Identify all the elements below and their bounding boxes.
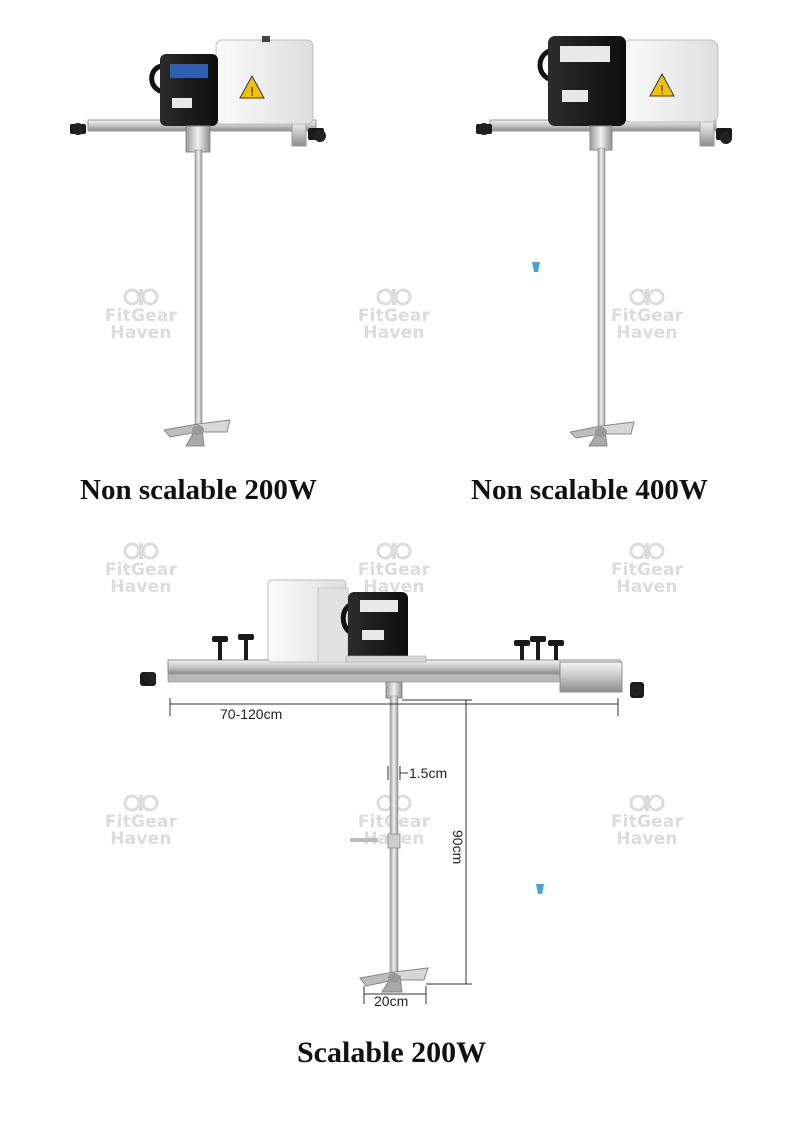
watermark-line1: FitGear — [357, 560, 431, 580]
watermark-line1: FitGear — [610, 812, 684, 832]
watermark-line2: Haven — [110, 323, 172, 343]
mixer-400w-non-scalable: ! — [476, 36, 732, 447]
watermark-line2: Haven — [363, 323, 425, 343]
caption-400w-non-scalable: Non scalable 400W — [471, 474, 708, 506]
shaft-diameter-label: 1.5cm — [409, 765, 448, 781]
control-box: ! — [621, 39, 719, 123]
warning-triangle-icon — [649, 72, 675, 97]
control-box — [267, 579, 349, 663]
frame-width-label: 70-120cm — [220, 706, 283, 722]
caption-200w-scalable: Scalable 200W — [297, 1036, 487, 1069]
watermark-line1: FitGear — [104, 306, 178, 326]
watermark-line2: Haven — [110, 829, 172, 849]
motor — [537, 36, 626, 126]
gear-wrench-logo-icon — [376, 542, 412, 560]
gear-wrench-logo-icon — [123, 794, 159, 812]
mixer-200w-scalable — [140, 579, 644, 993]
watermark-line1: FitGear — [610, 306, 684, 326]
watermark-line2: Haven — [616, 577, 678, 597]
motor — [340, 592, 408, 662]
watermark-line2: Haven — [616, 829, 678, 849]
caption-200w-non-scalable: Non scalable 200W — [80, 474, 317, 506]
impeller — [163, 419, 231, 447]
gear-wrench-logo-icon — [629, 794, 665, 812]
gear-wrench-logo-icon — [376, 288, 412, 306]
impeller-diameter-label: 20cm — [374, 993, 409, 1009]
warning-triangle-icon — [239, 74, 265, 99]
watermark-line2: Haven — [363, 577, 425, 597]
watermark-line1: FitGear — [357, 306, 431, 326]
watermark-line2: Haven — [616, 323, 678, 343]
impeller — [359, 967, 429, 993]
gear-wrench-logo-icon — [629, 288, 665, 306]
gear-wrench-logo-icon — [629, 542, 665, 560]
mixer-200w-non-scalable: ! — [70, 36, 326, 447]
svg-text:!: ! — [660, 83, 665, 97]
control-box: ! — [215, 36, 314, 125]
svg-text:!: ! — [250, 85, 255, 99]
watermark-line1: FitGear — [104, 812, 178, 832]
motor — [149, 54, 218, 126]
dimension-lines — [169, 698, 619, 1004]
impeller — [568, 421, 635, 447]
gear-wrench-logo-icon — [123, 288, 159, 306]
gear-wrench-logo-icon — [123, 542, 159, 560]
shaft-length-label: 90cm — [450, 830, 466, 865]
watermark-line1: FitGear — [104, 560, 178, 580]
watermark-line2: Haven — [110, 577, 172, 597]
watermark-line1: FitGear — [610, 560, 684, 580]
